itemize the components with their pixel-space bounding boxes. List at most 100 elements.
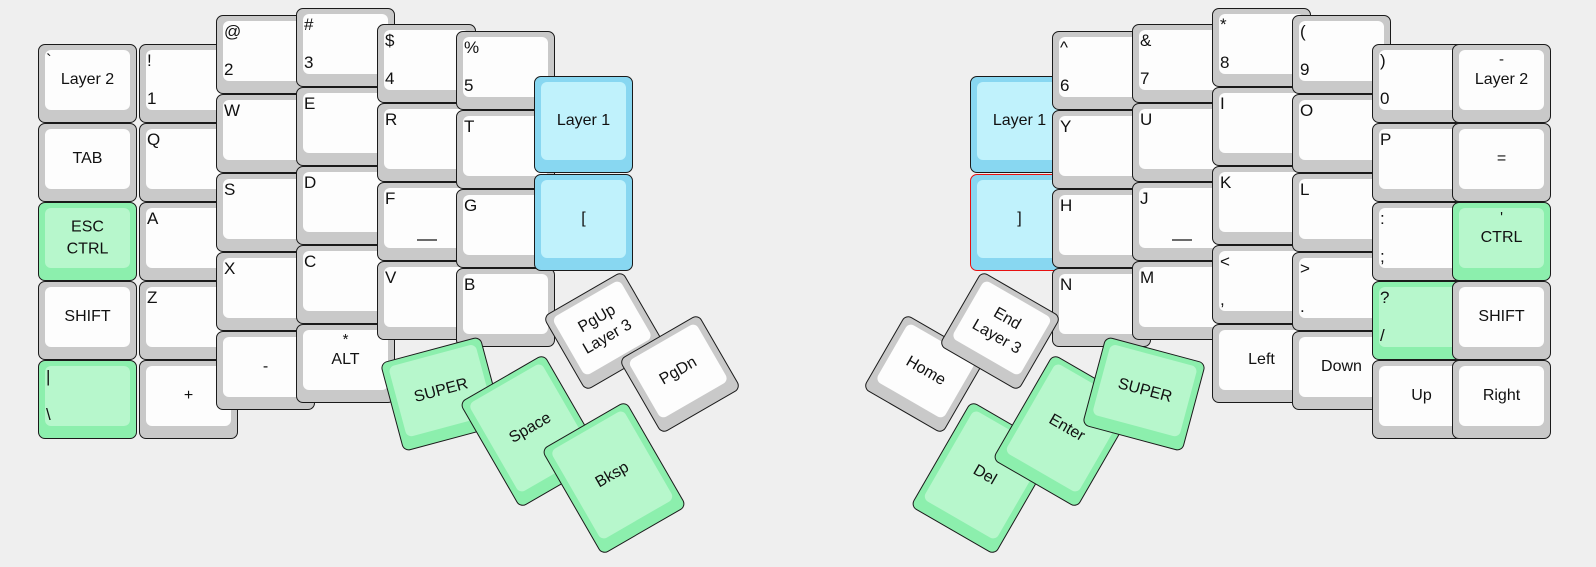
legend-top-left: Q	[147, 130, 161, 149]
keycap-surface: H	[1059, 195, 1144, 255]
legend-center: =	[1496, 150, 1507, 167]
legend-top-left: F	[385, 189, 396, 208]
keycap-surface: ^6	[1059, 37, 1144, 97]
key-r-equal[interactable]: =	[1452, 123, 1551, 202]
legend-top-left: M	[1140, 268, 1155, 287]
keycap-surface: N	[1059, 274, 1144, 334]
keycap-surface: $4	[384, 30, 469, 90]
legend-top-left: O	[1300, 101, 1314, 120]
key-r-y[interactable]: Y	[1052, 110, 1151, 189]
legend-top-left: Y	[1060, 117, 1072, 136]
legend-top-left: S	[224, 180, 236, 199]
keycap-surface: -	[223, 337, 308, 397]
keycap-surface: *ALT	[303, 330, 388, 390]
legend-bottom-left: .	[1300, 297, 1305, 316]
key-l-b[interactable]: B	[456, 268, 555, 347]
legend-center: SUPER	[1116, 374, 1174, 406]
legend-center: ESC CTRL	[66, 218, 109, 257]
keycap-surface: Layer 1	[541, 82, 626, 160]
legend-center: ALT	[331, 351, 360, 368]
legend-top-left: E	[304, 94, 316, 113]
key-l-shift[interactable]: SHIFT	[38, 281, 137, 360]
legend-center: End Layer 3	[969, 303, 1024, 358]
legend-top-left: C	[304, 252, 317, 271]
keycap-surface: K	[1219, 172, 1304, 232]
legend-top-left: >	[1300, 259, 1310, 278]
legend-bottom-left: 4	[385, 69, 395, 88]
legend-center: Layer 1	[556, 112, 611, 129]
key-r-shift[interactable]: SHIFT	[1452, 281, 1551, 360]
legend-center: Bksp	[592, 458, 632, 491]
keycap-surface: @2	[223, 21, 308, 81]
key-l-layer1[interactable]: Layer 1	[534, 76, 633, 173]
keycap-surface: C	[303, 251, 388, 311]
keycap-surface: ]	[977, 180, 1062, 258]
keycap-surface: <,	[1219, 251, 1304, 311]
legend-bottom-left: 8	[1220, 53, 1230, 72]
legend-top-left: D	[304, 173, 317, 192]
legend-top-left: B	[464, 275, 476, 294]
legend-top-left: *	[1220, 15, 1227, 34]
legend-top-left: #	[304, 15, 314, 34]
keycap-surface: ?/	[1379, 287, 1464, 347]
legend-center: Right	[1482, 387, 1521, 404]
legend-top-left: :	[1380, 209, 1385, 228]
legend-top-left: N	[1060, 275, 1073, 294]
key-l-lbracket[interactable]: [	[534, 174, 633, 271]
legend-center: Up	[1411, 387, 1432, 404]
legend-bottom-left: 2	[224, 60, 234, 79]
legend-top-left: %	[464, 38, 480, 57]
legend-top-left: (	[1300, 22, 1306, 41]
keycap-surface: G	[463, 195, 548, 255]
legend-top-left: T	[464, 117, 475, 136]
legend-top-left: ^	[1060, 38, 1068, 57]
keycap-surface: Up	[1379, 366, 1464, 426]
legend-bottom-left: 0	[1380, 89, 1390, 108]
homing-bar-indicator	[1171, 239, 1192, 241]
homing-bar-indicator	[416, 239, 437, 241]
keycap-surface: S	[223, 179, 308, 239]
key-r-k[interactable]: K	[1212, 166, 1311, 245]
key-l-pipe-bslash[interactable]: |\	[38, 360, 137, 439]
legend-center: [	[581, 210, 586, 227]
key-r-right[interactable]: Right	[1452, 360, 1551, 439]
legend-top-center: '	[1500, 209, 1503, 226]
key-l-tab[interactable]: TAB	[38, 123, 137, 202]
legend-top-left: &	[1140, 31, 1152, 50]
legend-top-left: I	[1220, 94, 1225, 113]
key-l-esc-ctrl[interactable]: ESC CTRL	[38, 202, 137, 281]
keycap-surface: M	[1139, 267, 1224, 327]
legend-center: CTRL	[1480, 229, 1523, 246]
legend-top-left: V	[385, 268, 397, 287]
keycap-surface: U	[1139, 109, 1224, 169]
legend-bottom-left: ;	[1380, 247, 1385, 266]
legend-center: -	[262, 358, 269, 375]
keycap-surface: &7	[1139, 30, 1224, 90]
keycap-surface: ' CTRL	[1459, 208, 1544, 268]
keycap-surface: Left	[1219, 330, 1304, 390]
legend-bottom-left: \	[46, 405, 51, 424]
keycap-surface: Down	[1299, 337, 1384, 397]
keycap-surface: O	[1299, 100, 1384, 160]
keycap-surface: `Layer 2	[45, 50, 130, 110]
legend-bottom-left: 9	[1300, 60, 1310, 79]
legend-top-left: W	[224, 101, 241, 120]
keycap-surface: T	[463, 116, 548, 176]
key-r-minus-layer2[interactable]: -Layer 2	[1452, 44, 1551, 123]
legend-top-left: X	[224, 259, 236, 278]
legend-bottom-left: /	[1380, 326, 1385, 345]
legend-top-left: P	[1380, 130, 1392, 149]
keycap-surface: X	[223, 258, 308, 318]
legend-top-left: $	[385, 31, 395, 50]
keycap-surface: R	[384, 109, 469, 169]
keycap-surface: :;	[1379, 208, 1464, 268]
keycap-surface: SUPER	[1091, 343, 1198, 438]
legend-top-left: Z	[147, 288, 158, 307]
key-r-quote-ctrl[interactable]: ' CTRL	[1452, 202, 1551, 281]
key-l-grave-layer2[interactable]: `Layer 2	[38, 44, 137, 123]
legend-top-left: ?	[1380, 288, 1390, 307]
legend-top-left: @	[224, 22, 242, 41]
legend-bottom-left: 3	[304, 53, 314, 72]
keycap-surface: |\	[45, 366, 130, 426]
